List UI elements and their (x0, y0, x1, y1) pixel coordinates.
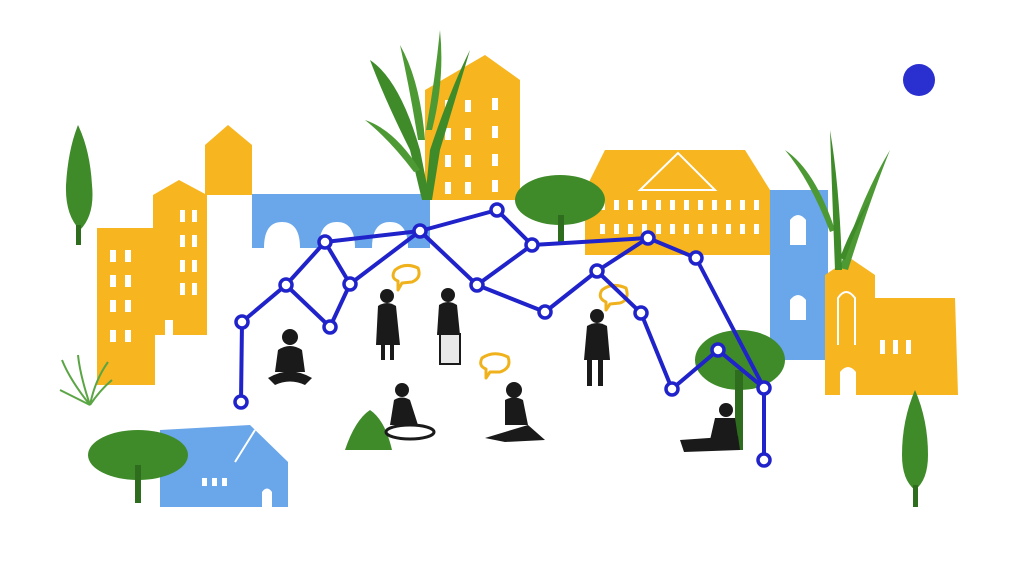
network-edge (284, 240, 327, 287)
plant-bottom-bush (345, 410, 392, 450)
person-standing-1 (376, 289, 400, 360)
network-edge (639, 311, 674, 391)
speech-bubble-icon (391, 263, 421, 292)
network-edge (716, 348, 766, 390)
network-node (489, 202, 505, 218)
network-edge (240, 283, 288, 324)
plant-left-outline (59, 354, 113, 406)
network-node (412, 223, 428, 239)
building-bottom-blue-house (160, 425, 288, 507)
network-node (524, 237, 540, 253)
network-edge (694, 256, 766, 390)
network-edge (646, 236, 698, 260)
network-node (664, 381, 680, 397)
network-node (756, 452, 772, 468)
network-node (234, 314, 250, 330)
network-edge (418, 229, 479, 287)
tree-right-large (785, 130, 890, 270)
network-edge (348, 229, 422, 286)
network-graph-icon (233, 202, 772, 468)
network-node (640, 230, 656, 246)
building-right-blue-tower (770, 190, 828, 360)
network-edge (239, 320, 244, 404)
tree-right-cypress (902, 390, 928, 507)
network-edge (475, 243, 534, 287)
tree-bottom-left (88, 430, 188, 503)
building-left-tall (97, 180, 207, 385)
network-edge (543, 269, 599, 314)
network-node (278, 277, 294, 293)
aqueduct-bridge (252, 194, 430, 248)
network-node (688, 250, 704, 266)
network-edge (670, 348, 720, 391)
person-sitting-cross-legged (268, 329, 312, 385)
network-node (469, 277, 485, 293)
network-edge (323, 229, 422, 244)
network-edge (284, 283, 332, 329)
tree-right-small (695, 330, 785, 450)
tree-left-cypress (65, 125, 93, 245)
network-edge (323, 240, 352, 286)
person-lying (680, 403, 740, 452)
network-edge (530, 236, 650, 247)
speech-bubble-icon (479, 352, 511, 380)
network-node (317, 234, 333, 250)
person-standing-2 (437, 288, 461, 365)
network-edge (475, 283, 547, 314)
network-node (633, 305, 649, 321)
network-edge (495, 208, 534, 247)
tree-center-large (365, 30, 470, 200)
person-sitting-ground (485, 382, 545, 442)
network-edge (595, 236, 650, 273)
tree-center-bush (515, 175, 605, 243)
person-reading (384, 383, 436, 441)
building-right-yellow (825, 258, 958, 395)
network-node (233, 394, 249, 410)
network-edge (418, 208, 499, 233)
person-standing-3 (584, 309, 610, 386)
network-node (756, 380, 772, 396)
network-node (710, 342, 726, 358)
network-edge (595, 269, 643, 315)
network-edge (328, 282, 352, 329)
network-node (322, 319, 338, 335)
network-node (537, 304, 553, 320)
network-node (342, 276, 358, 292)
building-left-small-tower (205, 125, 252, 195)
sun-icon (903, 64, 935, 96)
network-node (589, 263, 605, 279)
